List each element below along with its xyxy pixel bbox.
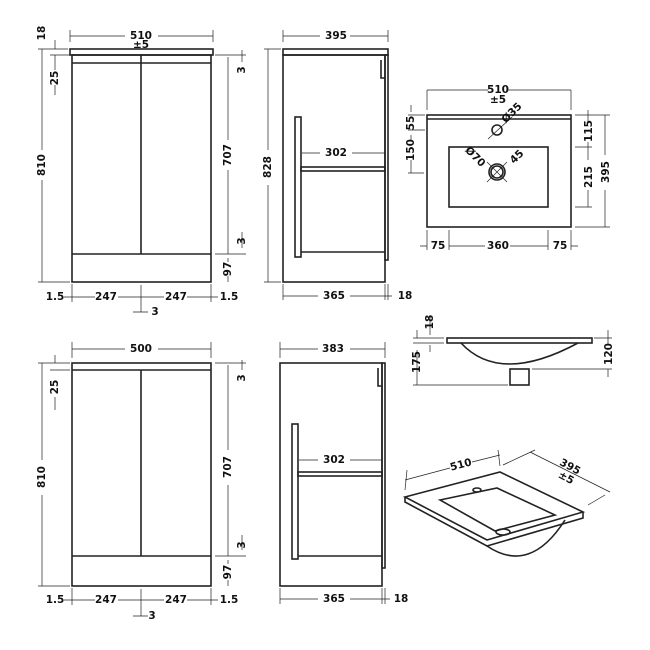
dim-height: 810: [36, 154, 48, 176]
dim-gap-bottom: 3: [236, 237, 248, 244]
dim-depth: 383: [322, 343, 344, 355]
dim-door-left: 247: [95, 291, 117, 303]
dim-bowl: 120: [603, 343, 615, 365]
basin-side-view: 18 175 120: [411, 315, 615, 386]
dim-rail: 25: [49, 380, 61, 395]
dim-tolerance: ±5: [490, 94, 506, 106]
tap-hole: [491, 124, 503, 136]
dim-plinth: 97: [222, 565, 234, 580]
dim-width: 510: [130, 30, 152, 42]
dim-door-right: 247: [165, 291, 187, 303]
dim-back: 18: [394, 593, 409, 605]
dim-side-right: 1.5: [220, 594, 239, 606]
dim-width: 510: [487, 84, 509, 96]
dim-depth: 395: [600, 161, 612, 183]
dim-waste-inner: 45: [508, 148, 527, 167]
dim-side-left: 1.5: [46, 594, 65, 606]
dim-height: 828: [262, 156, 274, 178]
dim-door: 707: [222, 456, 234, 478]
lower-side-view: 383 302 365 18: [279, 342, 409, 605]
dim-back: 18: [398, 290, 413, 302]
upper-front-view: 510 ±5 18 25 810 707 3 3 97 1.5 247 247 …: [36, 26, 248, 318]
dim-tolerance: ±5: [133, 39, 149, 51]
basin-top-view: Ø35 Ø70 45 510 ±5 55 150 115 215 395 75 …: [405, 84, 612, 252]
dim-shelf: 302: [325, 147, 347, 159]
dim-gap-top: 3: [236, 374, 248, 381]
dim-top: 18: [36, 26, 48, 41]
shelf: [300, 166, 386, 172]
door-handle: [294, 116, 302, 258]
dim-back-edge: 55: [405, 116, 417, 131]
dim-center-gap: 3: [151, 306, 158, 318]
bowl: [448, 146, 549, 208]
dim-side-right: 1.5: [220, 291, 239, 303]
basin-isometric-view: 510 395 ±5: [402, 449, 611, 557]
dim-door: 707: [222, 144, 234, 166]
dim-width: 500: [130, 343, 152, 355]
dim-shelf: 302: [323, 454, 345, 466]
dim-right: 75: [553, 240, 568, 252]
dim-gap-top: 3: [236, 66, 248, 73]
dim-depth: 395: [325, 30, 347, 42]
dim-gap-bottom: 3: [236, 541, 248, 548]
dim-bowl-width: 360: [487, 240, 509, 252]
dim-left: 75: [431, 240, 446, 252]
dim-front: 115: [583, 120, 595, 142]
dim-door-left: 247: [95, 594, 117, 606]
dim-width: 510: [449, 456, 473, 473]
waste: [488, 163, 506, 181]
dim-body-depth: 365: [323, 290, 345, 302]
dim-total: 175: [411, 351, 423, 373]
waste-outlet: [509, 368, 530, 386]
lower-front-view: 500 25 810 707 3 3 97 1.5 247 247 1.5 3: [36, 342, 248, 622]
upper-side-view: 395 828 302 365 18: [262, 30, 412, 302]
dim-waste: Ø70: [462, 144, 487, 169]
dim-rail: 25: [49, 71, 61, 86]
dim-door-right: 247: [165, 594, 187, 606]
dim-plinth: 97: [222, 262, 234, 277]
dim-to-bowl: 150: [405, 139, 417, 161]
dim-height: 810: [36, 466, 48, 488]
dim-center-gap: 3: [148, 610, 155, 622]
dim-bowl-depth: 215: [583, 166, 595, 188]
dim-body-depth: 365: [323, 593, 345, 605]
dim-side-left: 1.5: [46, 291, 65, 303]
dim-thickness: 18: [424, 315, 436, 330]
